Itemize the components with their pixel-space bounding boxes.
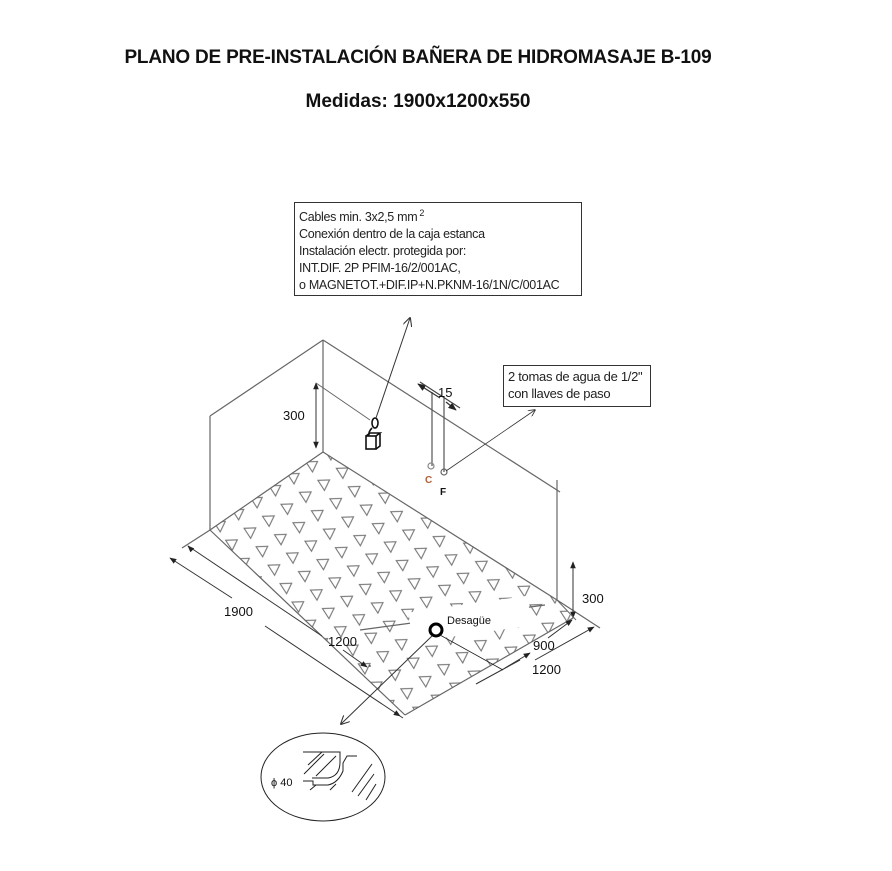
elec-note-line-2: Conexión dentro de la caja estanca xyxy=(299,227,485,241)
dim-width-inner: 900 xyxy=(533,638,555,653)
dim-tap-spacing: 15 xyxy=(438,385,453,400)
dim-socket-height: 300 xyxy=(283,408,305,423)
tub-floor xyxy=(210,452,573,715)
dim-right-height: 300 xyxy=(582,591,604,606)
elec-note-line-3: Instalación electr. protegida por: xyxy=(299,244,466,258)
width-dimensions xyxy=(475,619,595,685)
elec-note-line-5: o MAGNETOT.+DIF.IP+N.PKNM-16/1N/C/001AC xyxy=(299,278,560,292)
socket-box-icon xyxy=(365,417,383,450)
length-dimensions xyxy=(169,545,404,719)
dim-width-outer: 1200 xyxy=(532,662,561,677)
socket-height-dimension xyxy=(313,382,371,449)
drain-diameter-label: ϕ 40 xyxy=(271,777,293,789)
water-note-box: 2 tomas de agua de 1/2" con llaves de pa… xyxy=(503,365,651,407)
socket-leader-arrow xyxy=(375,318,410,419)
water-taps xyxy=(417,381,461,476)
cold-water-label: F xyxy=(440,487,447,498)
drain-icon xyxy=(428,622,444,638)
drain-leader-arrow xyxy=(341,635,433,724)
dim-length-outer: 1900 xyxy=(224,604,253,619)
water-note-line-1: 2 tomas de agua de 1/2" xyxy=(508,369,643,384)
water-note-line-2: con llaves de paso xyxy=(508,386,611,401)
elec-note-line-4: INT.DIF. 2P PFIM-16/2/001AC, xyxy=(299,261,461,275)
drawing-subtitle: Medidas: 1900x1200x550 xyxy=(305,91,531,112)
tub-walls xyxy=(209,339,561,600)
right-height-dimension xyxy=(556,561,577,621)
drain-label: Desagüe xyxy=(447,615,492,627)
dim-length-inner: 1200 xyxy=(328,634,357,649)
drain-detail xyxy=(260,732,386,822)
drawing-title: PLANO DE PRE-INSTALACIÓN BAÑERA DE HIDRO… xyxy=(124,47,712,68)
hot-water-label: C xyxy=(425,475,433,486)
water-leader-arrow xyxy=(445,410,535,472)
